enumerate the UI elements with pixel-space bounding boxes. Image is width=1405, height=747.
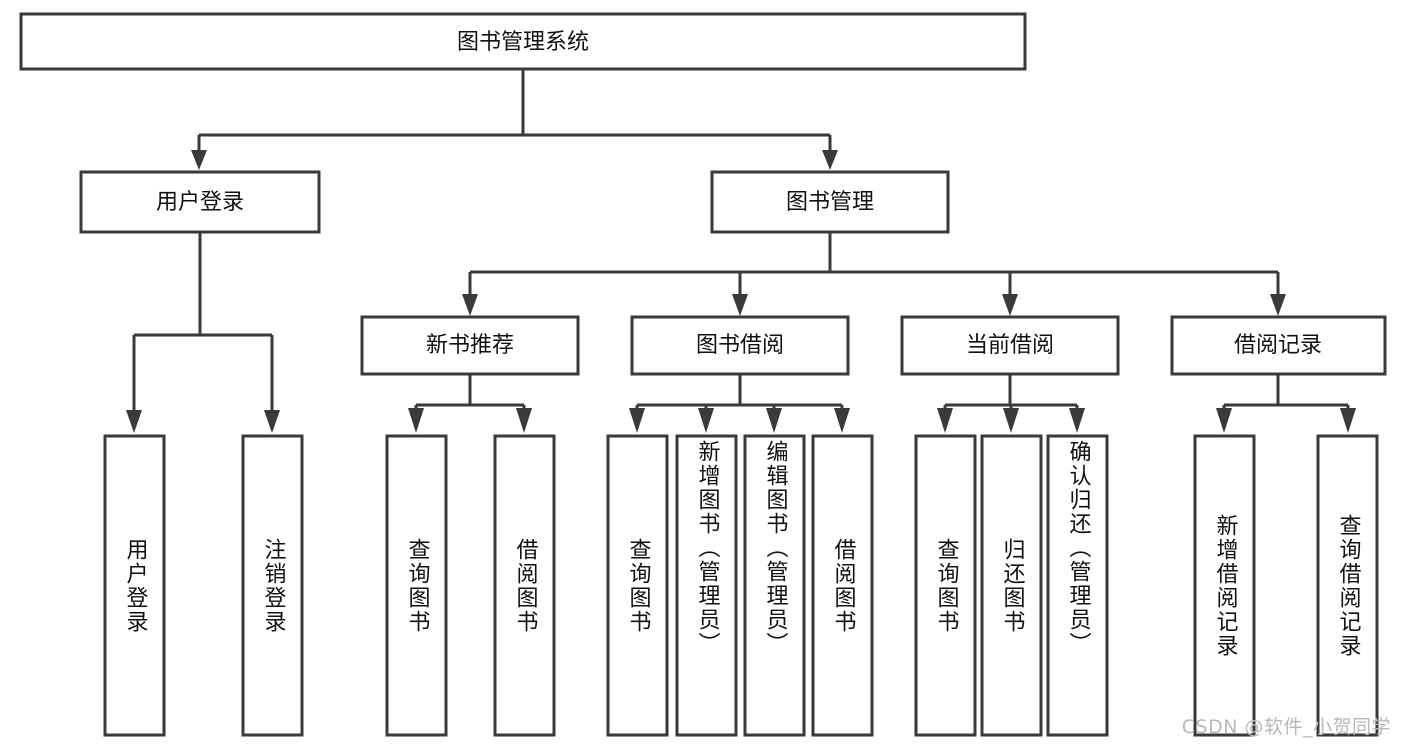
arrow-head-leaf-bb-0 xyxy=(629,408,645,433)
leaf-user-login-0[interactable] xyxy=(103,434,166,737)
arrow-head-l3-2 xyxy=(1002,294,1018,316)
node-book-borrow[interactable] xyxy=(630,315,850,376)
arrow-head-leaf-br-0 xyxy=(1216,408,1232,433)
leaf-book-borrow-3[interactable] xyxy=(811,434,874,737)
csdn-watermark: CSDN @软件_小贺同学 xyxy=(1181,716,1391,738)
leaf-borrow-records-1-wrap: 查询借阅记录 xyxy=(1318,436,1377,735)
leaf-borrow-records-1[interactable] xyxy=(1316,434,1379,737)
node-root[interactable] xyxy=(19,12,1027,71)
leaf-new-book-recommend-0-label: 查询图书 xyxy=(404,537,430,634)
leaf-current-borrow-2-label: 确认归还（管理员） xyxy=(1065,440,1091,656)
arrow-head-user-login xyxy=(191,150,207,170)
arrow-head-leaf-bb-1 xyxy=(698,408,714,433)
leaf-borrow-records-1-label: 查询借阅记录 xyxy=(1335,513,1361,658)
node-new-book-recommend[interactable] xyxy=(360,315,580,376)
arrow-head-leaf-br-1 xyxy=(1340,408,1356,433)
arrow-head-leaf-bb-3 xyxy=(834,408,850,433)
leaf-new-book-recommend-1-wrap: 借阅图书 xyxy=(495,436,554,735)
node-root-label: 图书管理系统 xyxy=(457,30,589,55)
node-current-borrow[interactable] xyxy=(900,315,1120,376)
arrow-head-l3-0 xyxy=(462,294,478,316)
leaf-current-borrow-2[interactable] xyxy=(1046,434,1109,737)
leaf-book-borrow-1[interactable] xyxy=(675,434,738,737)
leaf-book-borrow-3-label: 借阅图书 xyxy=(830,537,856,634)
leaf-book-borrow-0[interactable] xyxy=(606,434,669,737)
leaf-book-borrow-2[interactable] xyxy=(743,434,806,737)
arrow-head-leaf-bb-2 xyxy=(766,408,782,433)
leaf-book-borrow-0-label: 查询图书 xyxy=(625,537,651,634)
leaf-new-book-recommend-1-label: 借阅图书 xyxy=(512,537,538,634)
leaf-book-borrow-2-wrap: 编辑图书（管理员） xyxy=(745,440,804,735)
arrow-head-l3-3 xyxy=(1270,294,1286,316)
arrow-head-leaf-nbr-0 xyxy=(408,408,424,433)
node-new-book-recommend-label: 新书推荐 xyxy=(426,333,514,358)
leaf-user-login-0-label: 用户登录 xyxy=(122,537,148,634)
leaf-borrow-records-0-label: 新增借阅记录 xyxy=(1212,513,1238,658)
arrow-head-l3-1 xyxy=(732,294,748,316)
arrow-head-leaf-ul-1 xyxy=(264,410,280,433)
leaf-new-book-recommend-1[interactable] xyxy=(493,434,556,737)
arrow-head-leaf-cb-1 xyxy=(1003,408,1019,433)
leaf-current-borrow-0[interactable] xyxy=(914,434,977,737)
node-book-borrow-label: 图书借阅 xyxy=(696,333,784,358)
leaf-user-login-1[interactable] xyxy=(241,434,304,737)
arrow-head-leaf-cb-2 xyxy=(1069,408,1085,433)
arrow-head-leaf-cb-0 xyxy=(937,408,953,433)
arrow-head-book-mgmt xyxy=(822,150,838,170)
arrow-head-leaf-ul-0 xyxy=(126,410,142,433)
leaf-book-borrow-1-label: 新增图书（管理员） xyxy=(694,440,720,656)
leaf-user-login-0-wrap: 用户登录 xyxy=(105,436,164,735)
leaf-borrow-records-0-wrap: 新增借阅记录 xyxy=(1195,436,1254,735)
node-user-login-label: 用户登录 xyxy=(156,190,244,215)
leaf-user-login-1-wrap: 注销登录 xyxy=(243,436,302,735)
leaf-borrow-records-0[interactable] xyxy=(1193,434,1256,737)
node-book-management-label: 图书管理 xyxy=(786,190,874,215)
leaf-book-borrow-3-wrap: 借阅图书 xyxy=(813,436,872,735)
leaf-current-borrow-1-label: 归还图书 xyxy=(999,537,1025,634)
leaf-book-borrow-0-wrap: 查询图书 xyxy=(608,436,667,735)
node-current-borrow-label: 当前借阅 xyxy=(966,333,1054,358)
leaf-current-borrow-0-wrap: 查询图书 xyxy=(916,436,975,735)
leaf-current-borrow-2-wrap: 确认归还（管理员） xyxy=(1048,440,1107,735)
leaf-book-borrow-2-label: 编辑图书（管理员） xyxy=(762,440,788,656)
leaf-book-borrow-1-wrap: 新增图书（管理员） xyxy=(677,440,736,735)
leaf-user-login-1-label: 注销登录 xyxy=(260,537,286,634)
arrow-head-leaf-nbr-1 xyxy=(516,408,532,433)
leaf-current-borrow-1-wrap: 归还图书 xyxy=(982,436,1041,735)
leaf-new-book-recommend-0[interactable] xyxy=(385,434,448,737)
leaf-new-book-recommend-0-wrap: 查询图书 xyxy=(387,436,446,735)
node-borrow-records-label: 借阅记录 xyxy=(1234,333,1322,358)
leaf-current-borrow-0-label: 查询图书 xyxy=(933,537,959,634)
leaf-current-borrow-1[interactable] xyxy=(980,434,1043,737)
